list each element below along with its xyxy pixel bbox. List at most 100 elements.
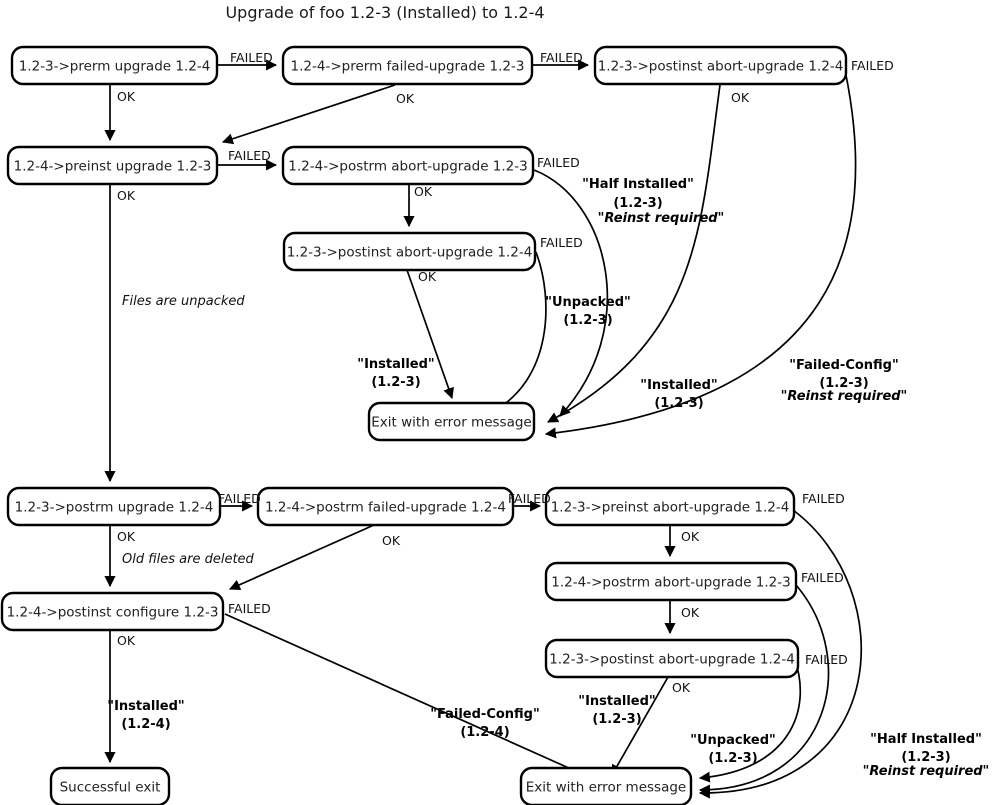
edge-label-ok: OK xyxy=(117,188,136,203)
node-postinst-configure[interactable]: 1.2-4->postinst configure 1.2-3 xyxy=(0,591,225,632)
node-label: 1.2-4->postrm abort-upgrade 1.2-3 xyxy=(288,159,527,175)
node-postrm-failed-upgrade[interactable]: 1.2-4->postrm failed-upgrade 1.2-4 xyxy=(256,486,515,527)
node-postinst-abort-mid[interactable]: 1.2-3->postinst abort-upgrade 1.2-4 xyxy=(282,231,537,272)
state-label-line2: (1.2-4) xyxy=(121,717,170,732)
edge-postinsttop-exit-failed xyxy=(544,69,857,439)
state-label-line1: "Installed" xyxy=(640,378,717,393)
node-prerm-upgrade[interactable]: 1.2-3->prerm upgrade 1.2-4 xyxy=(10,45,219,86)
edge-postinstconf-exit-failed xyxy=(224,613,602,783)
node-postrm-abort-low[interactable]: 1.2-4->postrm abort-upgrade 1.2-3 xyxy=(544,561,798,602)
state-label-reinst: "Reinst required" xyxy=(598,211,725,226)
node-label: Exit with error message xyxy=(526,780,686,796)
edge-label-ok: OK xyxy=(117,89,136,104)
node-exit-error-bottom[interactable]: Exit with error message xyxy=(519,766,693,805)
state-label-line1: "Unpacked" xyxy=(690,733,776,748)
edge-postinstabort-exit-ok xyxy=(406,269,454,400)
state-label-line1: "Failed-Config" xyxy=(430,707,540,722)
edge-label-ok: OK xyxy=(117,529,136,544)
edge-postrmfailed-postinstconf-ok xyxy=(228,524,375,591)
edge-label-failed: FAILED xyxy=(805,652,848,667)
edge-label-failed: FAILED xyxy=(540,235,583,250)
node-preinst-upgrade[interactable]: 1.2-4->preinst upgrade 1.2-3 xyxy=(6,145,219,186)
edge-prermfailed-preinst-ok xyxy=(221,84,396,145)
state-label-line1: "Installed" xyxy=(107,699,184,714)
state-label-unpacked-bottom: "Unpacked" (1.2-3) xyxy=(690,733,776,766)
edge-label-failed: FAILED xyxy=(537,155,580,170)
edge-preinstabort-exit-failed xyxy=(698,509,862,799)
edge-label-failed: FAILED xyxy=(801,570,844,585)
node-label: Successful exit xyxy=(60,780,161,796)
state-label-line1: "Half Installed" xyxy=(870,732,982,747)
node-postrm-upgrade[interactable]: 1.2-3->postrm upgrade 1.2-4 xyxy=(6,486,222,527)
edge-layer xyxy=(104,59,862,799)
state-label-failed-config-bottom: "Failed-Config" (1.2-4) xyxy=(430,707,540,740)
node-label: 1.2-3->preinst abort-upgrade 1.2-4 xyxy=(551,500,790,516)
edge-label-failed: FAILED xyxy=(230,50,273,65)
state-label-line2: (1.2-3) xyxy=(901,750,950,765)
node-layer: 1.2-3->prerm upgrade 1.2-4 1.2-4->prerm … xyxy=(0,45,848,805)
node-label: 1.2-3->postinst abort-upgrade 1.2-4 xyxy=(287,245,533,261)
edge-postrmabortlow-exit-failed xyxy=(698,584,830,796)
state-label-installed-bottom: "Installed" (1.2-3) xyxy=(578,694,655,727)
edge-label-failed: FAILED xyxy=(228,601,271,616)
state-label-installed-right: "Installed" (1.2-3) xyxy=(640,378,717,411)
edge-label-ok: OK xyxy=(731,90,750,105)
edge-label-ok: OK xyxy=(681,605,700,620)
node-successful-exit[interactable]: Successful exit xyxy=(49,766,171,805)
node-label: 1.2-4->prerm failed-upgrade 1.2-3 xyxy=(291,59,525,75)
node-postinst-abort-low[interactable]: 1.2-3->postinst abort-upgrade 1.2-4 xyxy=(544,638,800,679)
edge-label-ok: OK xyxy=(382,533,401,548)
edge-label-failed: FAILED xyxy=(802,491,845,506)
state-label-line2: (1.2-3) xyxy=(654,396,703,411)
state-label-line1: "Half Installed" xyxy=(582,177,694,192)
state-label-half-installed-top: "Half Installed" (1.2-3) "Reinst require… xyxy=(582,177,724,226)
state-label-half-installed-bottom: "Half Installed" (1.2-3) "Reinst require… xyxy=(863,732,990,779)
edge-label-failed: FAILED xyxy=(540,50,583,65)
state-label-reinst: "Reinst required" xyxy=(863,764,990,779)
node-prerm-failed-upgrade[interactable]: 1.2-4->prerm failed-upgrade 1.2-3 xyxy=(281,45,534,86)
node-label: 1.2-4->postinst configure 1.2-3 xyxy=(7,605,219,621)
edge-label-ok: OK xyxy=(681,529,700,544)
edge-label-ok: OK xyxy=(396,91,415,106)
state-label-line2: (1.2-3) xyxy=(819,376,868,391)
edge-postinstabortlow-exit-failed xyxy=(698,659,802,783)
state-label-unpacked-mid: "Unpacked" (1.2-3) xyxy=(545,295,631,328)
state-label-line1: "Failed-Config" xyxy=(789,358,899,373)
edge-label-failed: FAILED xyxy=(508,491,551,506)
node-label: Exit with error message xyxy=(371,415,531,431)
state-label-line2: (1.2-3) xyxy=(592,712,641,727)
state-label-line2: (1.2-3) xyxy=(613,196,662,211)
page-title: Upgrade of foo 1.2-3 (Installed) to 1.2-… xyxy=(225,3,544,22)
node-label: 1.2-4->postrm failed-upgrade 1.2-4 xyxy=(265,500,506,516)
edge-label-ok: OK xyxy=(672,680,691,695)
state-label-line1: "Installed" xyxy=(357,357,434,372)
edge-label-failed: FAILED xyxy=(228,148,271,163)
state-label-installed-success: "Installed" (1.2-4) xyxy=(107,699,184,732)
edge-postrmabortmid-exit-failed xyxy=(533,169,609,417)
node-postinst-abort-top[interactable]: 1.2-3->postinst abort-upgrade 1.2-4 xyxy=(593,45,848,86)
node-label: 1.2-3->postrm upgrade 1.2-4 xyxy=(15,500,214,516)
state-label-line1: "Unpacked" xyxy=(545,295,631,310)
node-preinst-abort[interactable]: 1.2-3->preinst abort-upgrade 1.2-4 xyxy=(544,486,796,527)
edge-postinstabort-exit-failed xyxy=(491,251,547,413)
state-label-line1: "Installed" xyxy=(578,694,655,709)
edge-label-failed: FAILED xyxy=(218,491,261,506)
edge-label-failed: FAILED xyxy=(851,58,894,73)
node-postrm-abort-mid[interactable]: 1.2-4->postrm abort-upgrade 1.2-3 xyxy=(281,145,535,186)
state-label-line2: (1.2-3) xyxy=(371,375,420,390)
note-layer: Files are unpacked Old files are deleted xyxy=(122,294,255,567)
node-label: 1.2-3->postinst abort-upgrade 1.2-4 xyxy=(549,652,795,668)
node-exit-error-top[interactable]: Exit with error message xyxy=(367,401,536,442)
edge-postinsttop-exit-ok xyxy=(547,84,721,423)
node-label: 1.2-3->prerm upgrade 1.2-4 xyxy=(19,59,211,75)
edge-label-layer: FAILED FAILED FAILED OK OK OK FAILED FAI… xyxy=(117,50,894,695)
node-label: 1.2-4->preinst upgrade 1.2-3 xyxy=(14,159,212,175)
state-label-layer: "Half Installed" (1.2-3) "Reinst require… xyxy=(107,177,989,779)
note-old-files-deleted: Old files are deleted xyxy=(122,552,255,567)
state-label-installed-mid: "Installed" (1.2-3) xyxy=(357,357,434,390)
edge-label-ok: OK xyxy=(117,633,136,648)
state-label-line2: (1.2-3) xyxy=(563,313,612,328)
note-files-unpacked: Files are unpacked xyxy=(122,294,245,309)
